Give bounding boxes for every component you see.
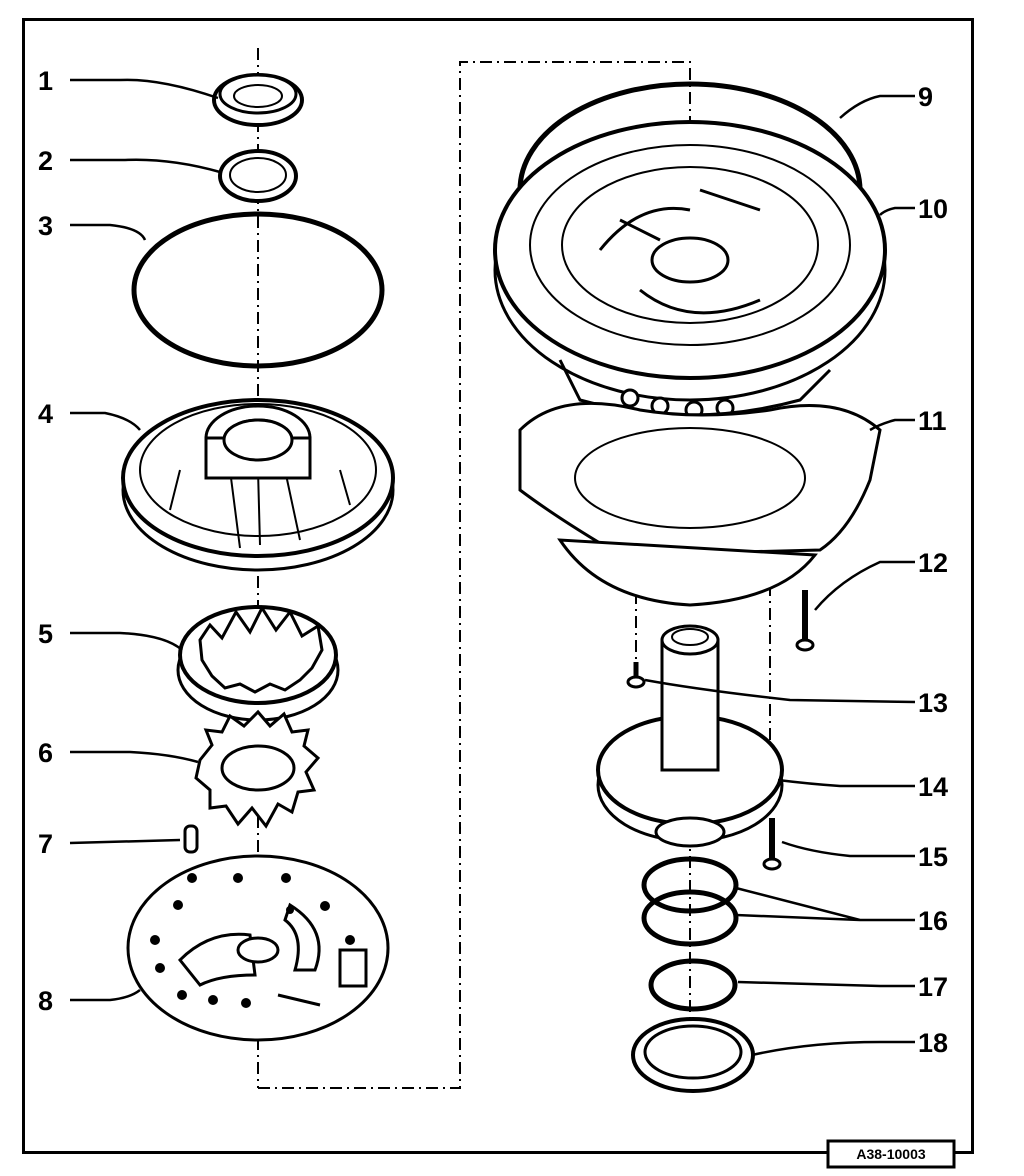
callout-8: 8 — [38, 986, 53, 1016]
callout-7: 7 — [38, 829, 53, 859]
part-12-bolt — [795, 590, 815, 652]
leader-lines — [69, 78, 916, 1057]
callout-12: 12 — [918, 548, 948, 578]
callout-labels: 1 2 3 4 5 6 7 8 9 10 11 12 13 14 15 16 1… — [38, 66, 948, 1058]
callout-5: 5 — [38, 619, 53, 649]
part-4-pump-housing — [121, 398, 395, 572]
callout-14: 14 — [918, 772, 948, 802]
part-11-gasket — [518, 401, 882, 607]
part-10-housing — [493, 120, 887, 420]
callout-6: 6 — [38, 738, 53, 768]
callout-18: 18 — [918, 1028, 948, 1058]
part-14-stator-shaft — [596, 624, 784, 848]
part-16-rings — [641, 856, 739, 947]
part-2-ring — [218, 149, 298, 203]
callout-17: 17 — [918, 972, 948, 1002]
callout-16: 16 — [918, 906, 948, 936]
reference-code: A38-10003 — [856, 1146, 925, 1162]
part-3-o-ring — [131, 211, 385, 369]
callout-3: 3 — [38, 211, 53, 241]
callout-9: 9 — [918, 82, 933, 112]
part-15-bolt — [762, 818, 782, 871]
part-7-pin — [183, 824, 199, 854]
callout-4: 4 — [38, 399, 53, 429]
callout-1: 1 — [38, 66, 53, 96]
part-1-seal — [212, 73, 304, 127]
callout-13: 13 — [918, 688, 948, 718]
reference-code-stamp: A38-10003 — [826, 1139, 956, 1169]
callout-10: 10 — [918, 194, 948, 224]
callout-15: 15 — [918, 842, 948, 872]
part-6-inner-gear — [194, 709, 321, 829]
part-8-plate — [126, 854, 390, 1042]
callout-2: 2 — [38, 146, 53, 176]
callout-11: 11 — [918, 406, 947, 436]
part-13-screw — [626, 662, 646, 689]
part-17-ring — [648, 958, 738, 1012]
part-5-outer-gear — [176, 604, 340, 722]
part-18-washer — [631, 1017, 755, 1093]
